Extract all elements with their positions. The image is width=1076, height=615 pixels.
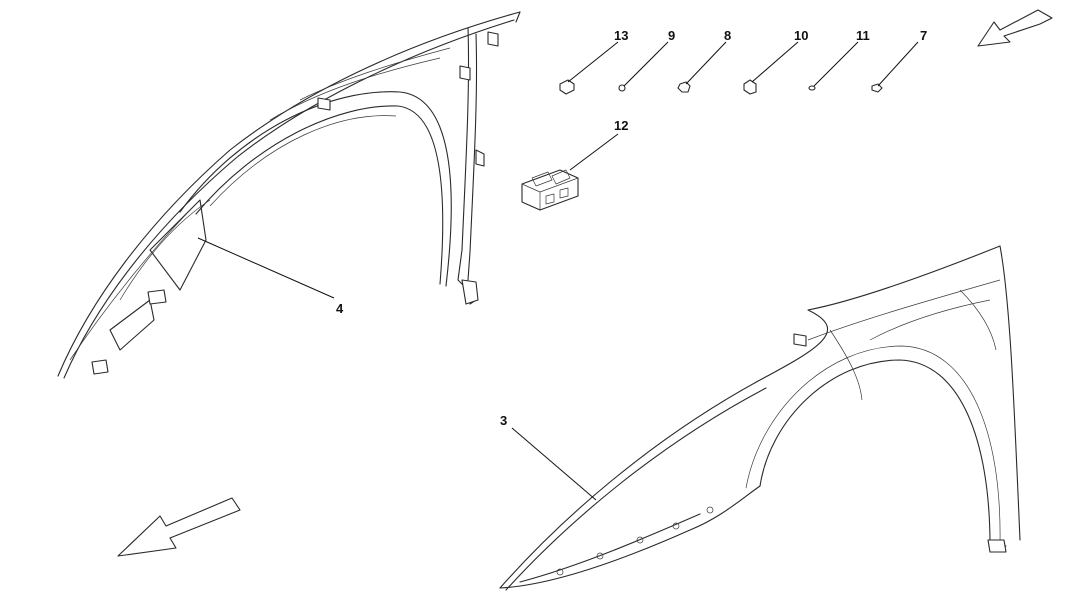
callout-9: 9	[668, 28, 675, 43]
callout-4: 4	[336, 301, 344, 316]
callout-11: 11	[856, 28, 870, 43]
callout-3: 3	[500, 413, 507, 428]
arrow-down-left-icon	[117, 497, 241, 557]
fastener-10	[743, 41, 799, 95]
fastener-8	[677, 41, 727, 93]
fastener-9	[618, 41, 669, 92]
clip-bracket	[521, 133, 619, 211]
right-fender	[499, 245, 1021, 591]
fastener-7	[871, 41, 919, 93]
fastener-11	[808, 41, 859, 91]
leader-line-4	[197, 237, 335, 299]
callout-13: 13	[614, 28, 628, 43]
direction-arrow-top-right	[977, 9, 1053, 47]
callout-7: 7	[920, 28, 927, 43]
callout-8: 8	[724, 28, 731, 43]
callout-12: 12	[614, 118, 628, 133]
callout-10: 10	[794, 28, 808, 43]
leader-line-3	[511, 427, 597, 501]
left-fender	[57, 11, 521, 379]
leader-line-12	[569, 133, 619, 171]
fastener-13	[559, 41, 619, 95]
arrow-down-left-icon	[977, 9, 1053, 47]
direction-arrow-bottom-left	[117, 497, 241, 557]
